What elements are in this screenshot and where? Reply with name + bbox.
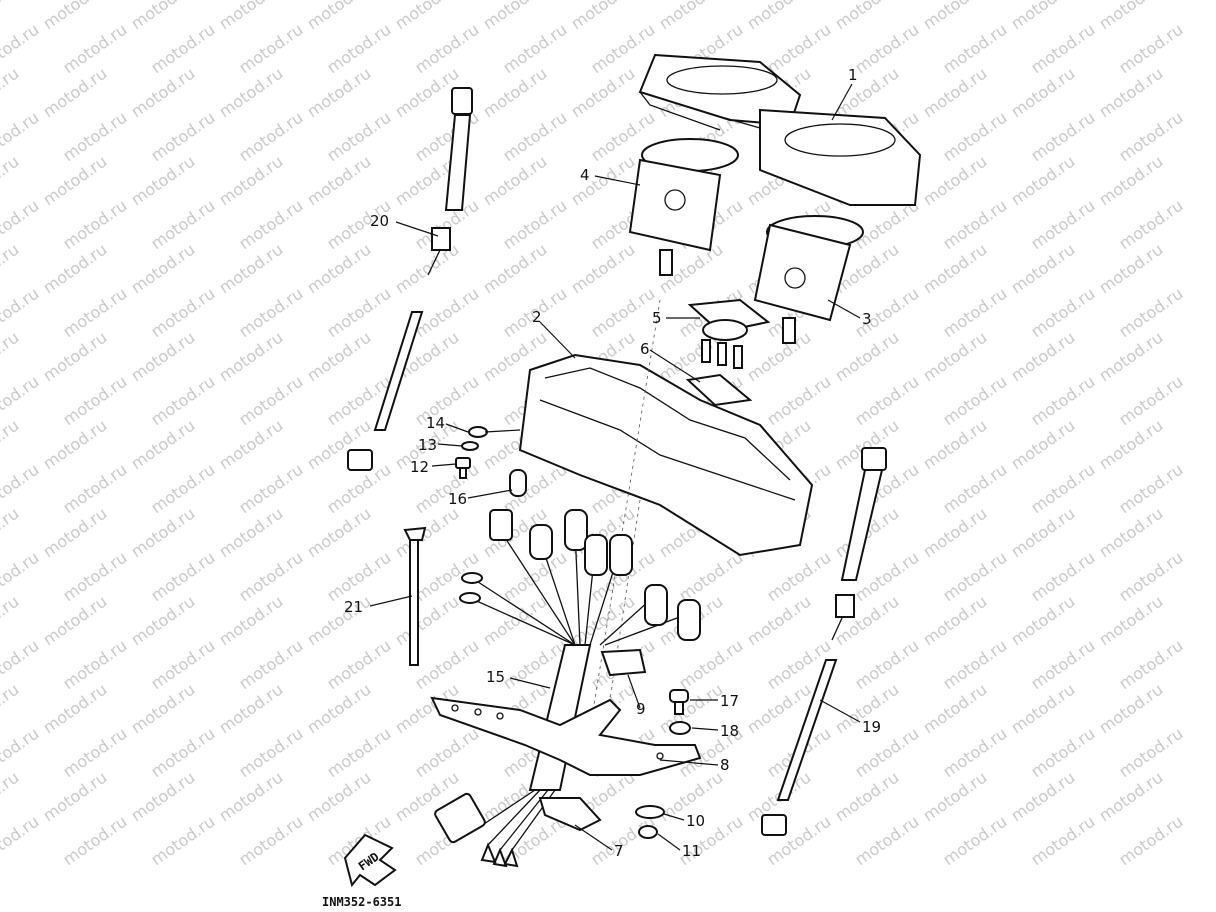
watermark-text: motod.ru — [215, 0, 286, 33]
watermark-text: motod.ru — [743, 0, 814, 33]
watermark-text: motod.ru — [0, 416, 22, 474]
part-12-screw — [455, 457, 471, 479]
watermark-text: motod.ru — [1027, 812, 1098, 870]
watermark-text: motod.ru — [1115, 812, 1186, 870]
leader-lines — [369, 83, 861, 851]
callout-5: 5 — [652, 309, 662, 327]
part-3-tachometer-unit — [753, 215, 864, 344]
callout-14: 14 — [426, 414, 445, 432]
watermark-text: motod.ru — [1007, 0, 1078, 33]
part-18-washer — [669, 721, 691, 735]
part-14-washer — [468, 426, 488, 438]
callout-19: 19 — [862, 718, 881, 736]
watermark-text: motod.ru — [939, 812, 1010, 870]
part-19-tachometer-cable — [761, 447, 887, 836]
watermark-text: motod.ru — [0, 768, 22, 826]
watermark-text: motod.ru — [147, 812, 218, 870]
watermark-text: motod.ru — [567, 0, 638, 33]
part-13-washer — [461, 441, 479, 451]
watermark-text: motod.ru — [831, 0, 902, 33]
watermark-text: motod.ru — [303, 0, 374, 33]
watermark-text: motod.ru — [0, 504, 22, 562]
watermark-text: motod.ru — [1095, 0, 1166, 33]
part-10-washer — [635, 805, 665, 819]
callout-11: 11 — [682, 842, 701, 860]
watermark-text: motod.ru — [0, 592, 22, 650]
part-11-nut — [638, 825, 658, 839]
callout-7: 7 — [614, 842, 624, 860]
watermark-text: motod.ru — [0, 64, 22, 122]
watermark-text: motod.ru — [655, 0, 726, 33]
watermark-text: motod.ru — [851, 812, 922, 870]
callout-18: 18 — [720, 722, 739, 740]
watermark-text: motod.ru — [59, 812, 130, 870]
part-16-bulb — [509, 469, 527, 497]
callout-2: 2 — [532, 308, 542, 326]
part-1-meter-case — [638, 53, 922, 206]
watermark-text: motod.ru — [127, 0, 198, 33]
callout-labels: 1 2 3 4 5 6 7 8 9 10 11 12 13 14 15 16 1… — [344, 66, 881, 860]
callout-9: 9 — [636, 700, 646, 718]
watermark-text: motod.ru — [0, 328, 22, 386]
part-5-socket-plate — [687, 298, 771, 369]
callout-17: 17 — [720, 692, 739, 710]
part-4-speedometer-unit — [628, 138, 739, 276]
part-6-gasket — [685, 373, 753, 407]
fwd-arrow-icon: FWD — [343, 833, 397, 888]
callout-15: 15 — [486, 668, 505, 686]
callout-8: 8 — [720, 756, 730, 774]
watermark-text: motod.ru — [0, 152, 22, 210]
callout-12: 12 — [410, 458, 429, 476]
part-17-bolt — [669, 689, 689, 715]
callout-10: 10 — [686, 812, 705, 830]
part-2-meter-housing — [518, 353, 814, 557]
watermark-text: motod.ru — [235, 812, 306, 870]
watermark-text: motod.ru — [39, 0, 110, 33]
callout-20: 20 — [370, 212, 389, 230]
part-9-grommet — [600, 648, 647, 677]
callout-21: 21 — [344, 598, 363, 616]
callout-13: 13 — [418, 436, 437, 454]
part-20-speedometer-cable — [347, 87, 473, 471]
watermark-text: motod.ru — [0, 240, 22, 298]
diagram-code: INM352-6351 — [322, 895, 401, 909]
part-7-damper — [538, 797, 602, 832]
callout-4: 4 — [580, 166, 590, 184]
watermark-text: motod.ru — [479, 0, 550, 33]
watermark-text: motod.ru — [919, 0, 990, 33]
part-21-cable-tie — [403, 526, 427, 666]
callout-3: 3 — [862, 310, 872, 328]
watermark-text: motod.ru — [391, 0, 462, 33]
watermark-text: motod.ru — [0, 812, 42, 870]
watermark-text: motod.ru — [0, 680, 22, 738]
callout-16: 16 — [448, 490, 467, 508]
part-8-meter-bracket — [430, 696, 702, 776]
callout-6: 6 — [640, 340, 650, 358]
callout-1: 1 — [848, 66, 858, 84]
